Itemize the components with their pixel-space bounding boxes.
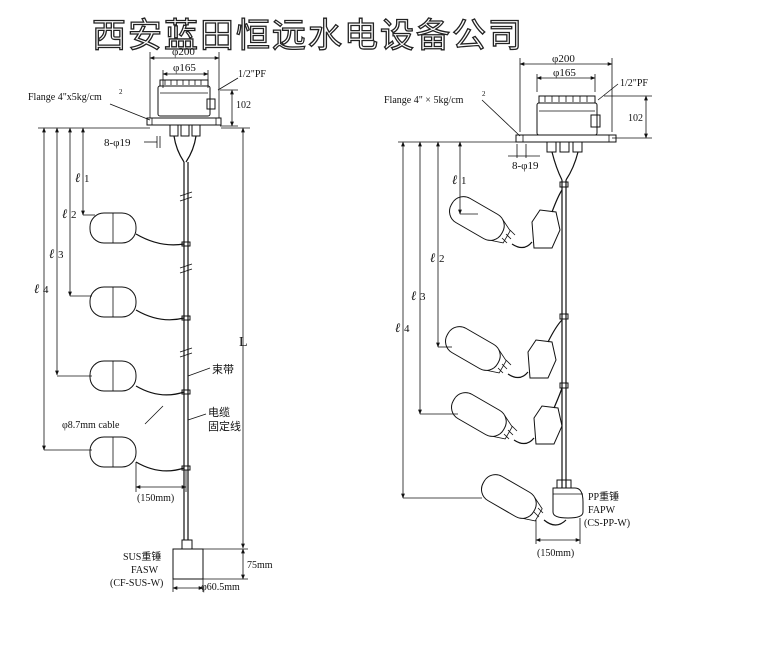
svg-text:ℓ: ℓ bbox=[34, 281, 40, 296]
svg-text:ℓ: ℓ bbox=[75, 170, 81, 185]
svg-text:ℓ: ℓ bbox=[49, 246, 55, 261]
left-band-label: 束带 bbox=[212, 363, 234, 376]
left-float-2 bbox=[89, 286, 185, 321]
left-flange-label: Flange 4"x5kg/cm bbox=[28, 92, 102, 103]
left-L-label: L bbox=[239, 335, 248, 350]
left-l4: 4 bbox=[43, 284, 49, 296]
right-float-1 bbox=[449, 189, 563, 249]
left-weight-code: (CF-SUS-W) bbox=[110, 578, 163, 589]
left-h75: 75mm bbox=[247, 560, 273, 571]
right-l1: 1 bbox=[461, 175, 467, 187]
left-float-1 bbox=[89, 212, 185, 246]
right-level-dimensions: ℓ 1 ℓ 2 ℓ 3 ℓ 4 bbox=[395, 141, 516, 499]
right-l3: 3 bbox=[420, 291, 426, 303]
left-weight-model: FASW bbox=[131, 565, 159, 576]
company-title: 西安蓝田恒远水电设备公司 bbox=[91, 15, 524, 56]
left-l3: 3 bbox=[58, 249, 64, 261]
left-level-dimensions: ℓ 1 ℓ 2 ℓ 3 ℓ 4 bbox=[34, 127, 150, 451]
left-dim-d165: φ165 bbox=[173, 62, 196, 74]
right-float-2 bbox=[445, 319, 563, 379]
left-cable-label: φ8.7mm cable bbox=[62, 420, 120, 431]
right-diagram: φ200 φ165 1/2"PF 102 Flange 4" × 5kg/cm … bbox=[384, 53, 652, 559]
left-diagram: φ200 φ165 1/2"PF 102 Flange 4"x5kg/cm 2 bbox=[28, 46, 273, 593]
right-top-dimensions: φ200 φ165 1/2"PF 102 bbox=[519, 53, 652, 139]
right-flange-label: Flange 4" × 5kg/cm bbox=[384, 95, 464, 106]
right-dim-d165: φ165 bbox=[553, 67, 576, 79]
right-l4: 4 bbox=[404, 323, 410, 335]
right-l2: 2 bbox=[439, 253, 445, 265]
right-pf-label: 1/2"PF bbox=[620, 78, 648, 89]
right-pp-weight: PP重锤 FAPW (CS-PP-W) bbox=[552, 479, 630, 529]
left-span-150: (150mm) bbox=[137, 493, 174, 504]
svg-text:ℓ: ℓ bbox=[430, 250, 436, 265]
svg-text:ℓ: ℓ bbox=[62, 206, 68, 221]
right-bolt-label: 8-φ19 bbox=[512, 160, 539, 172]
svg-text:ℓ: ℓ bbox=[452, 172, 458, 187]
left-dim-d200: φ200 bbox=[172, 46, 195, 58]
left-l2: 2 bbox=[71, 209, 77, 221]
left-float-3 bbox=[89, 360, 185, 396]
left-fix-line1: 电缆 bbox=[208, 406, 230, 419]
svg-text:ℓ: ℓ bbox=[395, 320, 401, 335]
left-pf-label: 1/2"PF bbox=[238, 69, 266, 80]
right-weight-model: FAPW bbox=[588, 505, 616, 516]
right-span-150: (150mm) bbox=[537, 548, 574, 559]
left-bolt-label: 8-φ19 bbox=[104, 137, 131, 149]
left-flange-head bbox=[146, 79, 222, 137]
right-dim-d200: φ200 bbox=[552, 53, 575, 65]
left-fix-line2: 固定线 bbox=[208, 419, 241, 433]
left-top-dimensions: φ200 φ165 1/2"PF 102 bbox=[149, 46, 266, 127]
left-h102: 102 bbox=[236, 100, 251, 111]
right-float-4 bbox=[481, 474, 567, 526]
left-float-4 bbox=[89, 436, 185, 472]
right-float-3 bbox=[451, 387, 563, 445]
left-d605: φ60.5mm bbox=[201, 582, 240, 593]
left-weight-name: SUS重锤 bbox=[123, 550, 161, 563]
right-weight-code: (CS-PP-W) bbox=[584, 518, 630, 529]
left-l1: 1 bbox=[84, 173, 90, 185]
right-flange-head bbox=[515, 95, 617, 153]
left-flange-sup: 2 bbox=[119, 88, 123, 96]
svg-text:ℓ: ℓ bbox=[411, 288, 417, 303]
right-h102: 102 bbox=[628, 113, 643, 124]
right-flange-sup: 2 bbox=[482, 90, 486, 98]
left-sus-weight: 75mm φ60.5mm SUS重锤 FASW (CF-SUS-W) bbox=[110, 539, 273, 593]
right-weight-name: PP重锤 bbox=[588, 490, 619, 503]
